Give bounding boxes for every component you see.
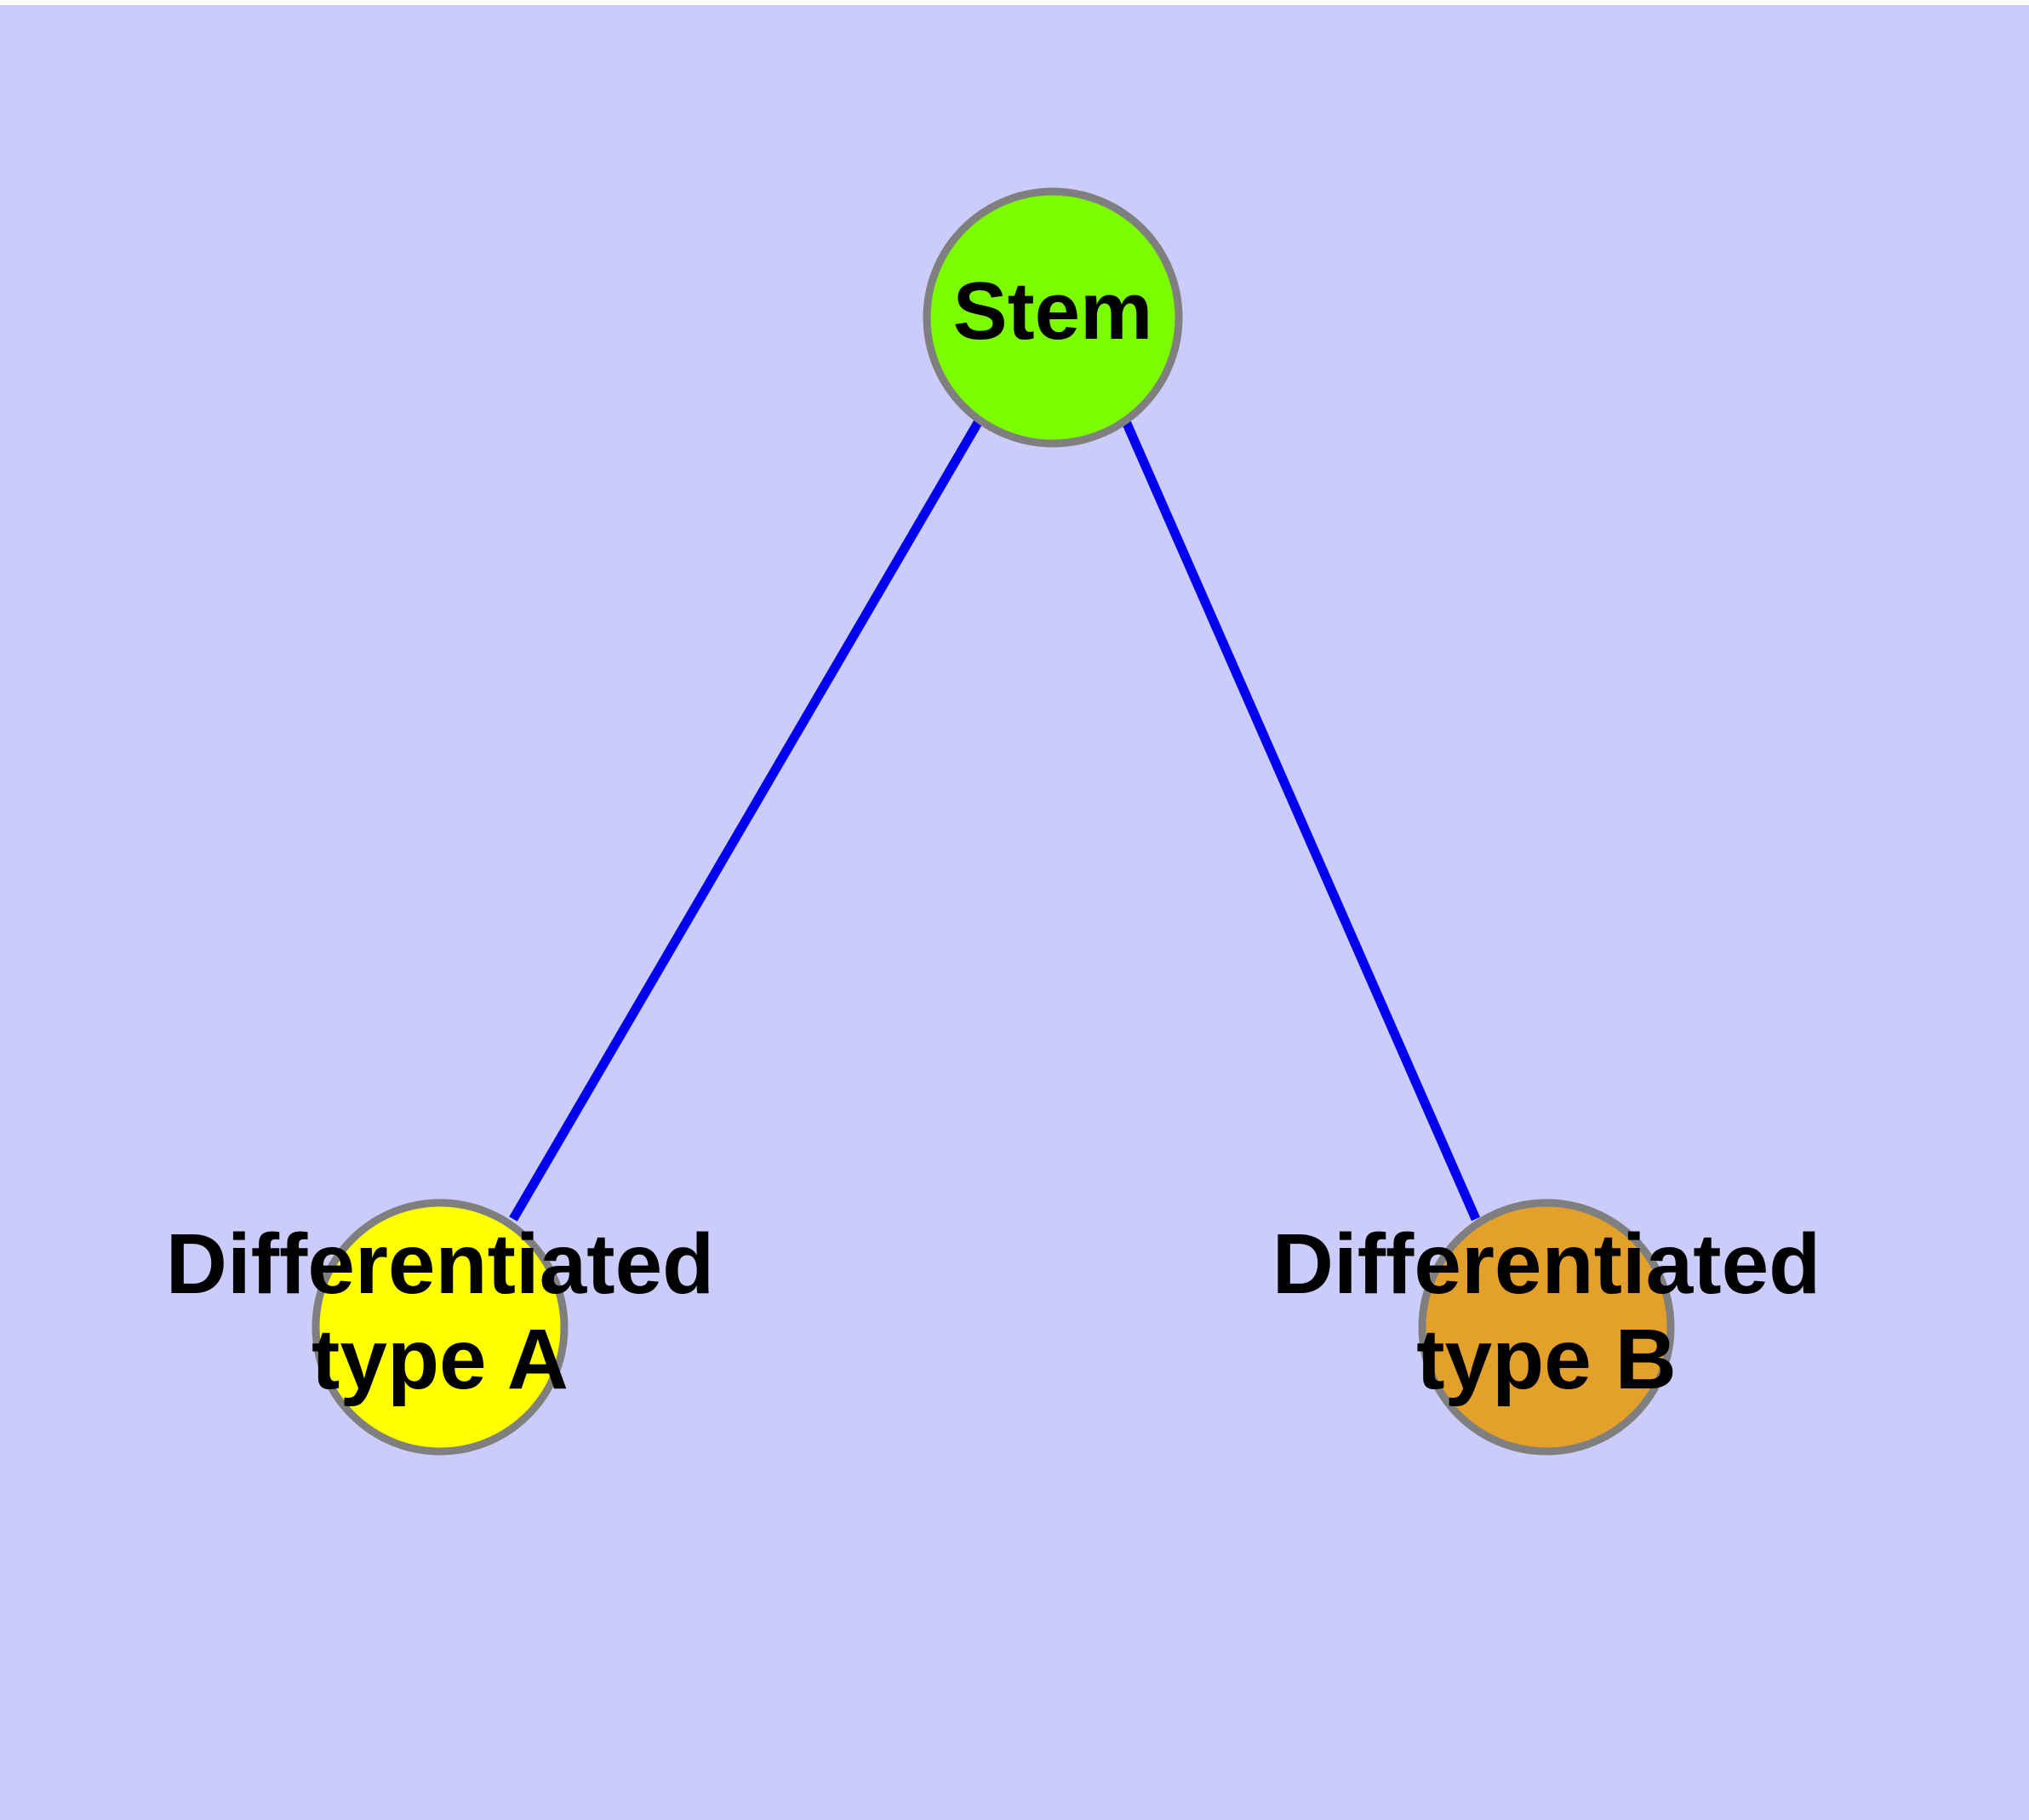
node-diff_a[interactable] xyxy=(311,1199,569,1456)
node-label-line: type A xyxy=(311,1312,569,1407)
node-label-line: Stem xyxy=(953,266,1153,357)
node-diff_b[interactable] xyxy=(1418,1199,1675,1456)
node-label-stem: Stem xyxy=(953,266,1153,357)
node-label-line: Differentiated xyxy=(166,1216,715,1312)
nodes-layer xyxy=(311,187,1675,1456)
edges-layer xyxy=(509,417,1481,1222)
edge-stem-diff-a[interactable] xyxy=(509,417,984,1222)
node-stem[interactable] xyxy=(923,187,1183,448)
edge-stem-diff-b[interactable] xyxy=(1120,417,1481,1222)
node-label-line: type B xyxy=(1416,1312,1677,1407)
node-label-line: Differentiated xyxy=(1272,1216,1821,1312)
